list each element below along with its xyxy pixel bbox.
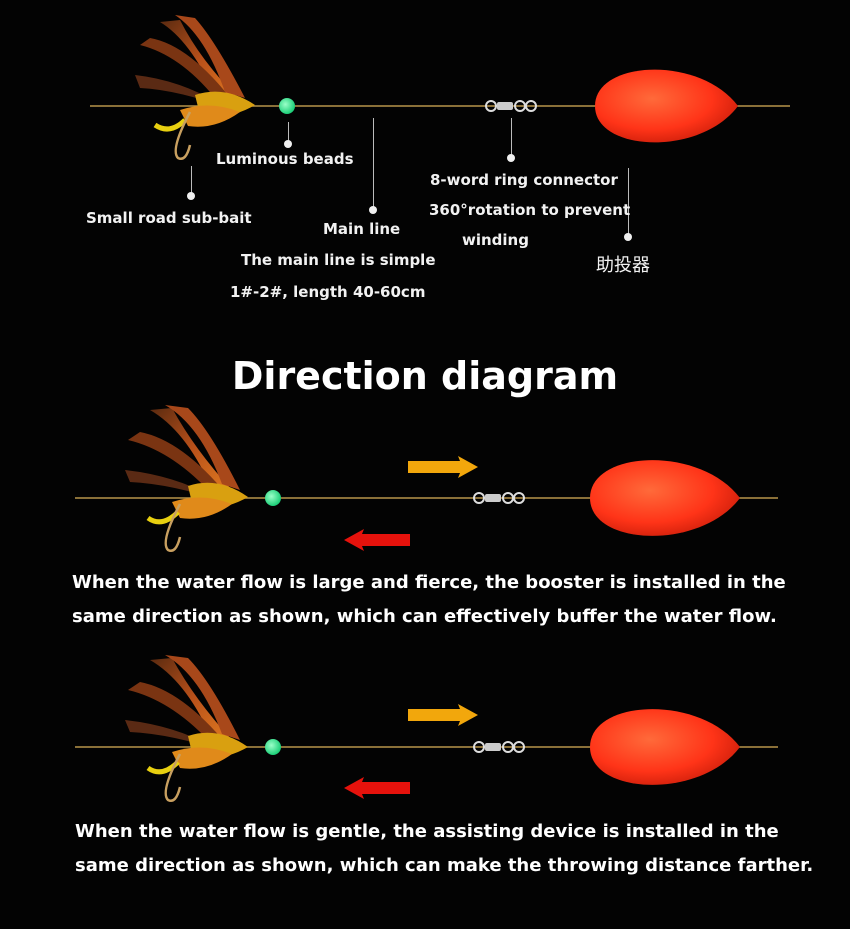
section1-swivel-connector-icon [473,492,525,504]
label-rotation-line1: 360°rotation to prevent [429,201,631,219]
label-main-line-desc2: 1#-2#, length 40-60cm [230,283,426,301]
leader-booster [628,168,629,236]
dot-connector [507,154,515,162]
label-connector: 8-word ring connector [430,171,618,189]
section2-booster-float [590,709,740,785]
label-main-line-desc1: The main line is simple [241,251,436,269]
section2-arrow-left-icon [344,777,410,799]
label-booster: 助投器 [596,255,650,276]
top-rig [90,15,790,160]
label-rotation-line2: winding [462,231,529,249]
label-small-road: Small road sub-bait [86,209,252,227]
section1-arrow-left-icon [344,529,410,551]
dot-luminous-beads [284,140,292,148]
section1-luminous-bead [265,490,281,506]
section2-swivel-connector-icon [473,741,525,753]
section1-caption: When the water flow is large and fierce,… [72,572,786,627]
leader-main-line [373,118,374,210]
section2-rig [75,655,778,802]
section1-rig [75,405,778,552]
dot-main-line [369,206,377,214]
leader-luminous-beads [288,122,289,144]
label-main-line: Main line [323,220,401,238]
swivel-connector-icon [485,100,537,112]
dot-small-road [187,192,195,200]
page-title: Direction diagram [231,354,619,398]
section1-fly-bait-icon [125,405,248,552]
section1-booster-float [590,460,740,536]
section2-arrow-right-icon [408,704,478,726]
section2-luminous-bead [265,739,281,755]
dot-booster [624,233,632,241]
section1-arrow-right-icon [408,456,478,478]
label-luminous-beads: Luminous beads [216,150,354,168]
booster-float [595,69,738,143]
leader-small-road [191,166,192,196]
fly-bait-icon [135,15,255,160]
section2-fly-bait-icon [125,655,248,802]
luminous-bead [279,98,295,114]
section2-caption: When the water flow is gentle, the assis… [75,821,814,876]
leader-connector [511,118,512,158]
